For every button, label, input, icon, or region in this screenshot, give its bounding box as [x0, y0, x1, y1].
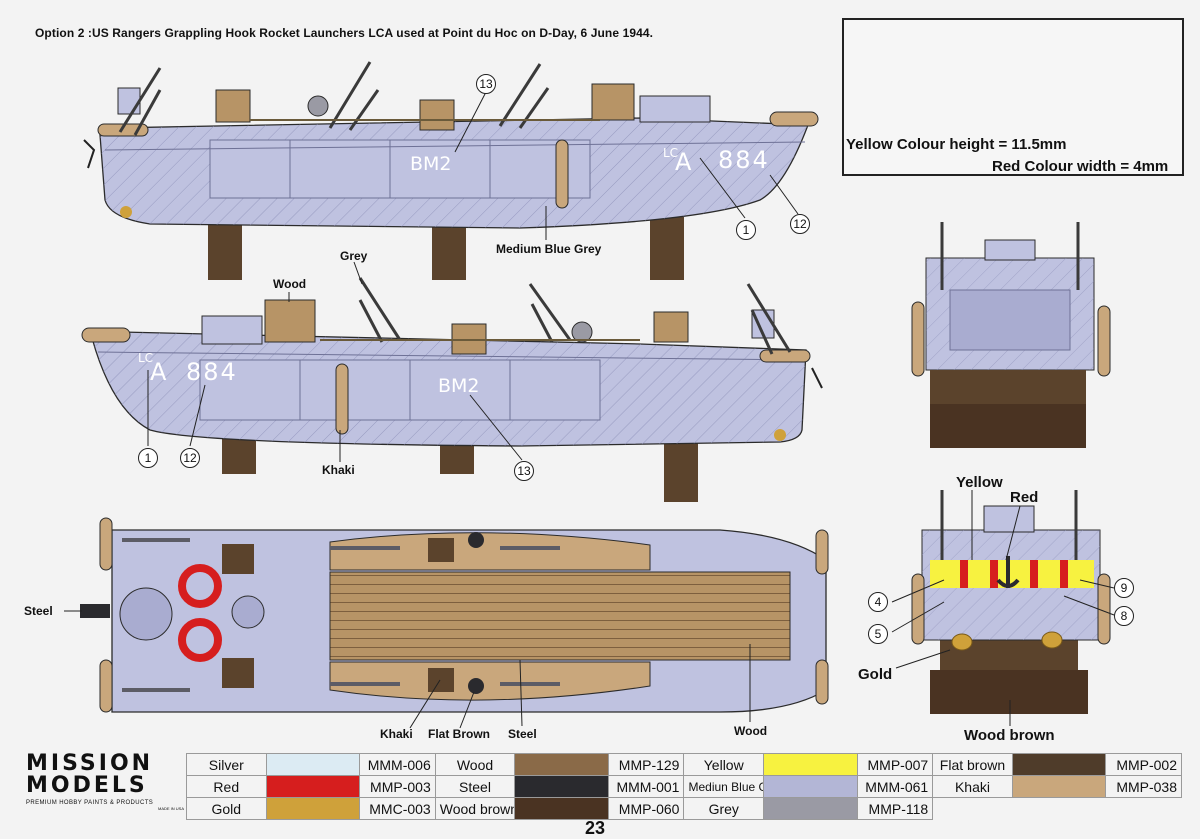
legend-colour-name: Wood	[434, 753, 516, 776]
label-khaki: Khaki	[322, 463, 355, 477]
label-flat-brown: Flat Brown	[428, 727, 490, 741]
label-wood-top: Wood	[734, 724, 768, 738]
svg-text:A: A	[675, 148, 692, 176]
legend-swatch	[514, 753, 609, 776]
label-medium-blue-grey: Medium Blue Grey	[496, 242, 602, 256]
page-number: 23	[585, 818, 606, 838]
callout-1: 1	[138, 448, 158, 468]
legend-paint-code: MMM-006	[359, 753, 436, 776]
top-view	[64, 517, 829, 729]
legend-paint-code: MMP-118	[856, 797, 934, 820]
stand-block	[664, 440, 698, 502]
page-title: Option 2 :US Rangers Grappling Hook Rock…	[35, 26, 654, 40]
svg-text:LC: LC	[138, 351, 153, 365]
stand-block	[432, 224, 466, 280]
legend-swatch	[265, 753, 361, 776]
legend-paint-code: MMP-002	[1105, 753, 1182, 776]
legend-paint-code: MMP-003	[359, 775, 436, 798]
legend-colour-name: Silver	[186, 753, 267, 776]
legend-swatch	[763, 797, 858, 820]
legend-paint-code: MMP-038	[1105, 775, 1182, 798]
legend-paint-code: MMM-061	[856, 775, 934, 798]
mission-models-logo: MISSION MODELS PREMIUM HOBBY PAINTS & PR…	[26, 751, 184, 812]
logo-tagline: PREMIUM HOBBY PAINTS & PRODUCTS	[26, 800, 154, 806]
legend-swatch	[514, 797, 609, 820]
label-grey: Grey	[340, 249, 368, 263]
hull-bm-mark: BM2	[438, 375, 480, 397]
legend-swatch	[265, 797, 361, 820]
callout-12: 12	[790, 214, 810, 234]
wood-deck	[329, 571, 791, 661]
legend-swatch	[1011, 775, 1107, 798]
stand-block	[930, 404, 1086, 448]
legend-colour-name: Mediun Blue Grey	[683, 775, 765, 798]
callout-4: 4	[868, 592, 888, 612]
side-view-bottom: BM2 LC A 884	[81, 261, 823, 502]
yellow-colour-note: Yellow Colour height = 11.5mm	[846, 136, 1067, 153]
legend-swatch	[1012, 798, 1106, 820]
legend-paint-code: MMM-001	[607, 775, 685, 798]
legend-swatch	[265, 775, 361, 798]
legend-paint-code: MMC-003	[359, 797, 436, 820]
label-wood: Wood	[273, 277, 307, 291]
callout-9: 9	[1114, 578, 1134, 598]
legend-colour-name: Gold	[186, 797, 267, 820]
label-gold: Gold	[858, 666, 893, 683]
legend-swatch	[763, 753, 858, 776]
logo-made-in: MADE IN USA	[157, 806, 184, 811]
legend-colour-name: Grey	[683, 797, 765, 820]
stand-block	[650, 212, 684, 280]
stand-block	[930, 670, 1088, 714]
hull-bm-mark: BM2	[410, 153, 452, 175]
callout-13: 13	[476, 74, 496, 94]
legend-colour-name: Steel	[434, 775, 516, 798]
legend-swatch	[1011, 753, 1107, 776]
logo-line2: MODELS	[26, 773, 148, 798]
label-wood-brown: Wood brown	[964, 727, 1055, 744]
callout-12: 12	[180, 448, 200, 468]
label-steel-left: Steel	[24, 604, 53, 618]
legend-colour-name: Yellow	[683, 753, 765, 776]
legend-colour-name: Khaki	[932, 775, 1013, 798]
legend-swatch	[514, 775, 609, 798]
hull-number-mark: 884	[718, 146, 770, 174]
legend-paint-code	[1106, 798, 1182, 820]
colour-spec-inset	[842, 18, 1184, 176]
callout-13: 13	[514, 461, 534, 481]
legend-colour-name: Red	[186, 775, 267, 798]
svg-text:LC: LC	[663, 146, 678, 160]
callout-1: 1	[736, 220, 756, 240]
logo-line1: MISSION	[26, 751, 154, 776]
label-steel: Steel	[508, 727, 537, 741]
svg-text:A: A	[150, 358, 167, 386]
legend-swatch	[763, 775, 858, 798]
hull-number-mark: 884	[186, 358, 238, 386]
red-colour-note: Red Colour width = 4mm	[992, 158, 1169, 175]
legend-colour-name: Flat brown	[932, 753, 1013, 776]
label-khaki-top: Khaki	[380, 727, 413, 741]
legend-paint-code: MMP-007	[856, 753, 934, 776]
legend-paint-code: MMP-060	[607, 797, 685, 820]
stand-block	[208, 220, 242, 280]
side-view-top: BM2 LC A 884	[83, 61, 819, 280]
legend-colour-name: Wood brown	[434, 797, 516, 820]
legend-paint-code: MMP-129	[607, 753, 685, 776]
rear-view-middle	[911, 222, 1111, 448]
callout-8: 8	[1114, 606, 1134, 626]
rear-view-bottom	[891, 490, 1115, 726]
label-red: Red	[1010, 489, 1039, 506]
callout-5: 5	[868, 624, 888, 644]
label-yellow: Yellow	[956, 474, 1003, 491]
legend-colour-name	[933, 798, 1013, 820]
